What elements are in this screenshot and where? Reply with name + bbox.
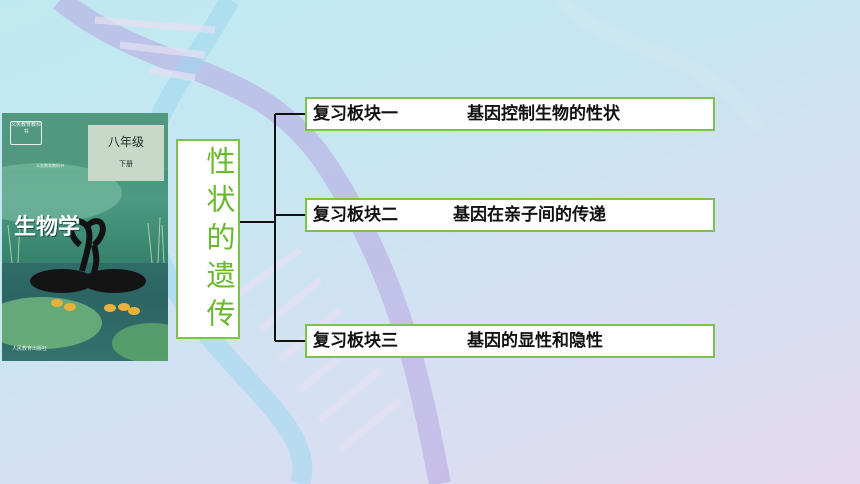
cover-badge: 义务教育教科书 [10,121,42,145]
cover-note: 义务教育教科书 [36,163,64,168]
module-box-3: 复习板块三 基因的显性和隐性 [305,324,715,358]
module-label: 复习板块一 [313,104,398,124]
module-box-1: 复习板块一 基因控制生物的性状 [305,97,715,131]
module-text: 基因在亲子间的传递 [453,205,606,225]
center-title-box: 性状的遗传 [176,139,240,339]
cover-grade-box: 八年级 下册 [88,125,164,181]
module-box-2: 复习板块二 基因在亲子间的传递 [305,198,715,232]
module-label: 复习板块三 [313,331,398,351]
module-text: 基因控制生物的性状 [467,104,620,124]
textbook-cover: 义务教育教科书 义务教育教科书 八年级 下册 生物学 人民教育出版社 [2,113,168,361]
cover-volume: 下册 [119,160,133,168]
module-text: 基因的显性和隐性 [467,331,603,351]
cover-title: 生物学 [14,214,81,240]
center-title: 性状的遗传 [202,146,236,336]
cover-illustration [2,163,168,361]
cover-grade: 八年级 [107,135,144,149]
cover-publisher: 人民教育出版社 [12,346,48,352]
module-label: 复习板块二 [313,205,398,225]
